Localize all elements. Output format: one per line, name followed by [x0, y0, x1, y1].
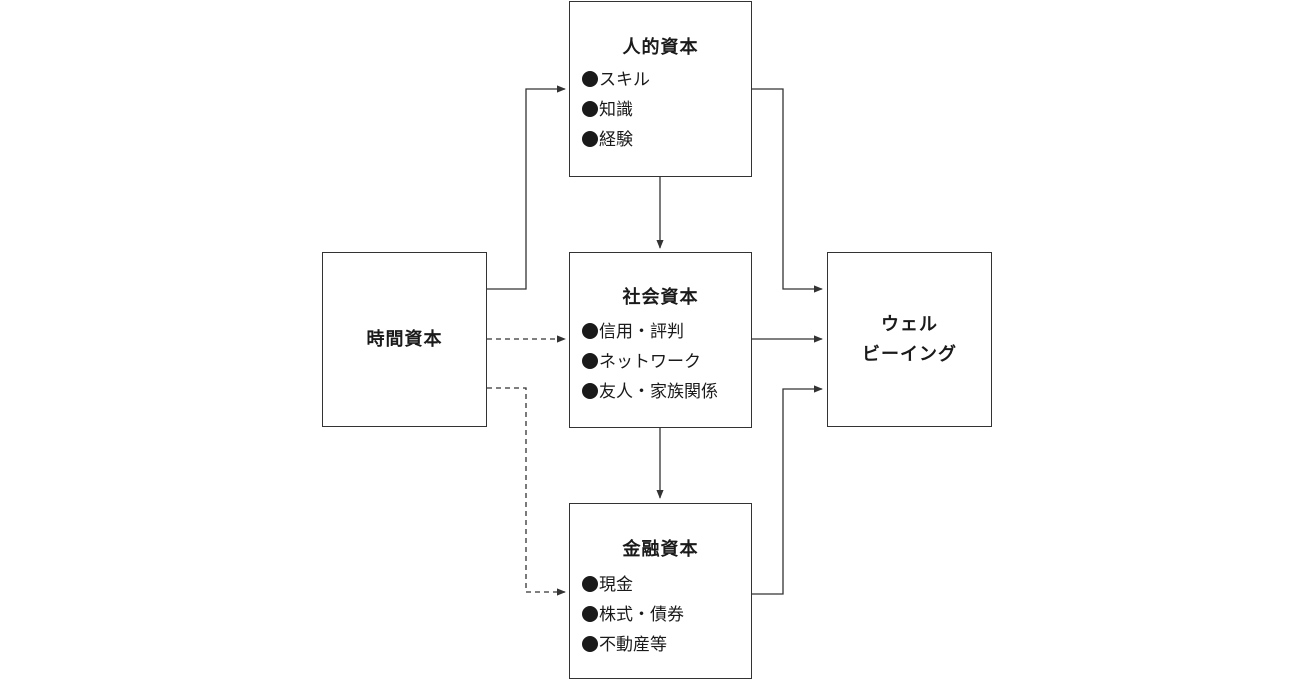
list-item: ネットワーク: [582, 347, 718, 377]
list-item: 経験: [582, 125, 650, 155]
bullet-icon: [582, 383, 598, 399]
time-capital-title: 時間資本: [366, 329, 443, 350]
wellbeing-box: ウェル ビーイング: [827, 252, 992, 427]
financial-capital-title: 金融資本: [622, 539, 699, 560]
social-capital-title: 社会資本: [622, 287, 699, 308]
arrow-financial-to-wellbeing: [752, 385, 823, 595]
list-item: 友人・家族関係: [582, 377, 718, 407]
bullet-icon: [582, 606, 598, 622]
list-item: 現金: [582, 570, 684, 600]
financial-capital-box: 金融資本 現金 株式・債券 不動産等: [569, 503, 752, 679]
bullet-icon: [582, 101, 598, 117]
human-capital-list: スキル 知識 経験: [582, 65, 650, 155]
financial-capital-list: 現金 株式・債券 不動産等: [582, 570, 684, 660]
wellbeing-title: ウェル ビーイング: [828, 310, 991, 370]
list-item: 信用・評判: [582, 317, 718, 347]
bullet-icon: [582, 576, 598, 592]
bullet-icon: [582, 636, 598, 652]
bullet-icon: [582, 71, 598, 87]
arrow-human-to-wellbeing: [752, 88, 823, 293]
bullet-icon: [582, 323, 598, 339]
arrow-time-to-financial: [487, 387, 566, 596]
list-item: 株式・債券: [582, 600, 684, 630]
arrow-time-to-human: [487, 85, 566, 290]
list-item: 不動産等: [582, 630, 684, 660]
social-capital-list: 信用・評判 ネットワーク 友人・家族関係: [582, 317, 718, 407]
list-item: 知識: [582, 95, 650, 125]
wellbeing-title-line-1: ウェル: [881, 314, 938, 335]
human-capital-box: 人的資本 スキル 知識 経験: [569, 1, 752, 177]
human-capital-title: 人的資本: [622, 37, 699, 58]
list-item: スキル: [582, 65, 650, 95]
social-capital-box: 社会資本 信用・評判 ネットワーク 友人・家族関係: [569, 252, 752, 428]
wellbeing-title-line-2: ビーイング: [862, 344, 957, 365]
bullet-icon: [582, 131, 598, 147]
time-capital-box: 時間資本: [322, 252, 487, 427]
bullet-icon: [582, 353, 598, 369]
